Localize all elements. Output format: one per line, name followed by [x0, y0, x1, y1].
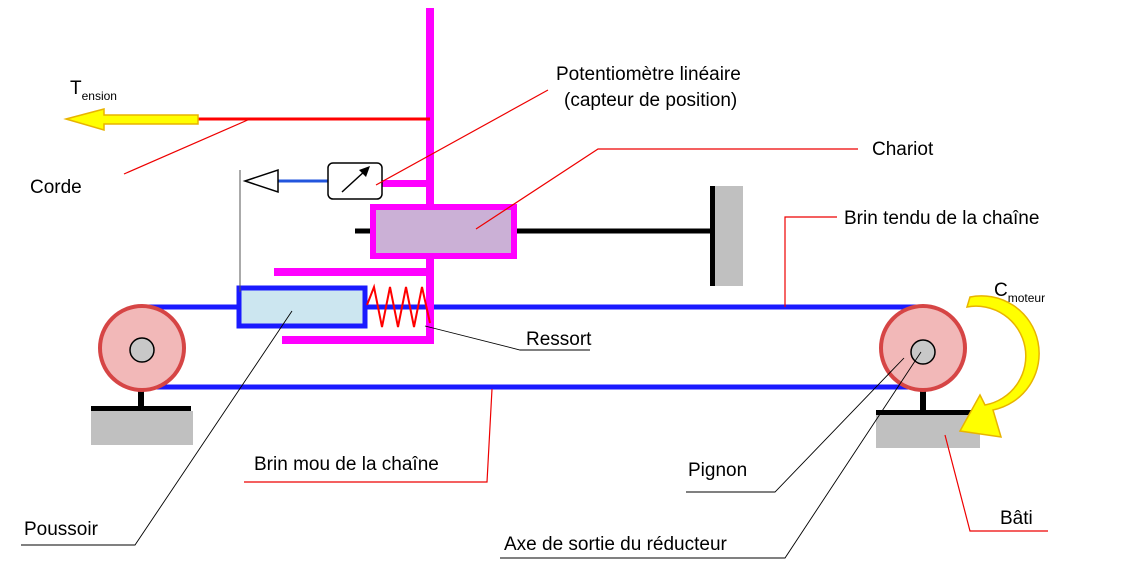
leader-tension-rope: [123, 118, 251, 175]
label-couple-moteur-sub: moteur: [1008, 291, 1045, 305]
left-frame-base: [91, 411, 193, 445]
label-couple-moteur-main: C: [994, 280, 1008, 301]
carriage-vertical-bar: [426, 8, 434, 344]
label-chariot: Chariot: [872, 139, 934, 160]
label-potentiometre-line2: (capteur de position): [564, 90, 737, 111]
label-tension-main: T: [70, 78, 82, 99]
leader-poussoir: [21, 310, 293, 546]
left-support-plate: [91, 406, 191, 411]
leader-axe-sortie: [500, 351, 922, 559]
leader-brin-tendu: [784, 216, 837, 307]
label-tension-sub: ension: [82, 89, 117, 103]
carriage-lower-arm: [282, 336, 434, 344]
spring: [366, 283, 431, 328]
left-wheel-hub: [129, 337, 155, 363]
leader-bati: [944, 434, 1048, 532]
sensor-output-arrowhead-icon: [242, 168, 279, 194]
leader-pignon: [686, 357, 905, 493]
leader-potentiometre: [375, 89, 549, 186]
label-pignon: Pignon: [688, 460, 747, 481]
potentiometer-wiper-arrow-icon: [359, 166, 370, 177]
potentiometer-wiper: [341, 169, 367, 193]
fixed-wall-plate: [710, 186, 715, 286]
right-sprocket-hub: [910, 339, 936, 365]
label-couple-moteur: Cmoteur: [994, 280, 1045, 305]
label-brin-tendu: Brin tendu de la chaîne: [844, 208, 1039, 229]
fixed-wall-block: [713, 186, 743, 286]
label-ressort: Ressort: [526, 329, 592, 350]
label-tension: Tension: [70, 78, 117, 103]
right-support-plate: [876, 410, 976, 415]
label-poussoir: Poussoir: [24, 519, 99, 540]
leader-ressort: [424, 325, 590, 351]
leader-chariot: [475, 148, 858, 230]
label-potentiometre-line1: Potentiomètre linéaire: [556, 64, 741, 85]
carriage-block: [370, 204, 517, 259]
leader-brin-mou: [244, 388, 493, 483]
carriage-to-sensor-link: [368, 180, 428, 187]
pusher-block: [236, 285, 368, 329]
label-corde: Corde: [30, 177, 82, 198]
carriage-upper-arm: [274, 268, 428, 276]
label-brin-mou: Brin mou de la chaîne: [254, 454, 439, 475]
tension-arrow-icon: [63, 108, 199, 131]
label-bati: Bâti: [1000, 508, 1033, 529]
motor-torque-arrow-icon: [958, 295, 1040, 438]
label-axe-sortie: Axe de sortie du réducteur: [504, 534, 728, 555]
